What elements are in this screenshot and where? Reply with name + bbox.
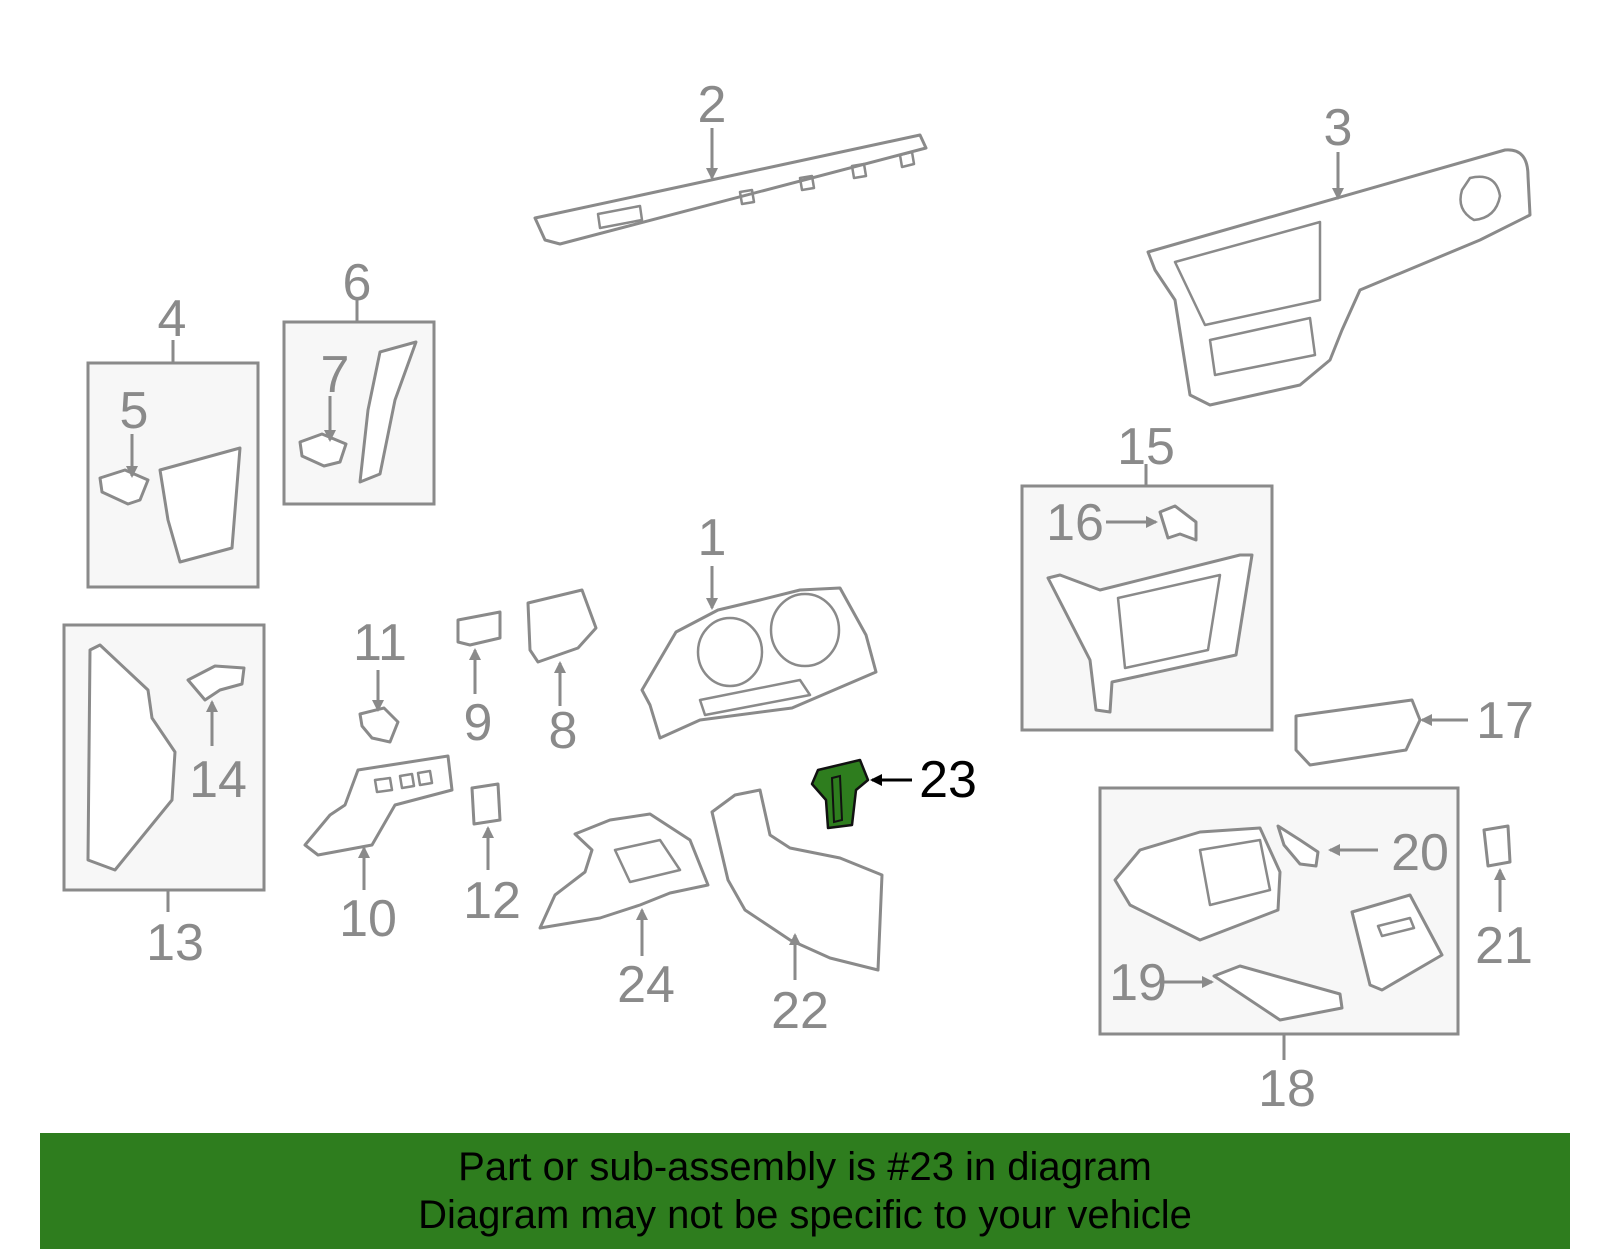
callout-21: 21 [1475, 917, 1533, 975]
callout-4: 4 [158, 290, 187, 348]
callout-10: 10 [339, 890, 397, 948]
part-16-clip [1158, 504, 1198, 542]
callout-19: 19 [1109, 954, 1167, 1012]
part-19-tray [1212, 964, 1344, 1022]
part-6-pillar-trim [358, 340, 418, 484]
part-14-clip [186, 664, 246, 702]
callout-1: 1 [698, 509, 727, 567]
callout-11: 11 [353, 614, 407, 672]
part-22-center-trim [710, 788, 884, 972]
callout-5: 5 [120, 382, 149, 440]
callout-22: 22 [771, 982, 829, 1040]
part-5-clip [98, 468, 150, 506]
part-20-bolt [1276, 824, 1320, 868]
part-4-side-panel [158, 446, 242, 564]
part-24-lower-panel [538, 812, 710, 930]
banner-line-2: Diagram may not be specific to your vehi… [418, 1193, 1192, 1237]
callout-9: 9 [464, 694, 493, 752]
part-21-clip [1482, 824, 1512, 868]
callout-3: 3 [1324, 99, 1353, 157]
part-3-right-dash-panel [1146, 148, 1532, 407]
callout-18: 18 [1258, 1060, 1316, 1118]
callout-16: 16 [1046, 494, 1104, 552]
callout-12: 12 [463, 872, 521, 930]
callout-17: 17 [1476, 692, 1534, 750]
callout-24: 24 [617, 956, 675, 1014]
callout-2: 2 [698, 76, 727, 134]
callout-13: 13 [146, 914, 204, 972]
part-1-cluster-bezel [640, 586, 878, 740]
part-23-highlighted [810, 758, 870, 830]
part-12-plug [470, 782, 502, 826]
part-7-clip [298, 432, 348, 468]
part-2-dash-trim-strip [533, 133, 928, 246]
banner-line-1: Part or sub-assembly is #23 in diagram [458, 1145, 1152, 1189]
part-9-cap [456, 610, 502, 647]
part-18-console-box [1113, 826, 1282, 942]
callout-20: 20 [1391, 824, 1449, 882]
callout-15: 15 [1117, 418, 1175, 476]
callout-14: 14 [189, 751, 247, 809]
callout-6: 6 [343, 254, 372, 312]
part-18-lid [1350, 893, 1444, 992]
part-11-clip [358, 706, 400, 744]
part-13-side-cover [86, 643, 177, 872]
part-10-switch-bezel [303, 754, 454, 857]
part-15-center-bezel [1046, 553, 1254, 714]
callout-23-highlighted: 23 [919, 751, 977, 809]
callout-8: 8 [549, 702, 578, 760]
part-8-bracket [526, 588, 598, 664]
info-banner: Part or sub-assembly is #23 in diagram D… [40, 1133, 1570, 1249]
part-17-switch-panel [1294, 698, 1422, 767]
callout-7: 7 [321, 346, 350, 404]
